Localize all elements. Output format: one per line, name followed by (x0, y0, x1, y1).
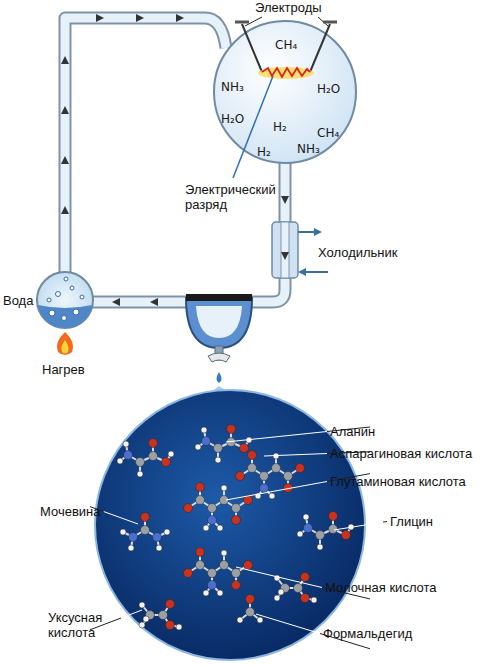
molecule-label: Молочная кислота (325, 580, 437, 595)
gas-formula: H₂O (317, 82, 340, 96)
condenser-label: Холодильник (318, 245, 397, 260)
gas-formula: NH₃ (221, 80, 244, 94)
water-label: Вода (3, 293, 33, 308)
leader-line (121, 610, 142, 618)
gas-formula: CH₄ (317, 126, 339, 140)
leader-line (334, 522, 387, 531)
leader-line (383, 521, 387, 523)
heating-label: Нагрев (42, 362, 85, 377)
leader-line (236, 567, 322, 588)
leader-line (264, 454, 327, 457)
molecule-label: Мочевина (40, 504, 101, 519)
gas-formula: H₂ (257, 145, 271, 159)
gas-formula: CH₄ (275, 38, 297, 52)
gas-formula: NH₃ (297, 142, 320, 156)
electrode-label: Электроды (255, 0, 322, 15)
gas-formula: H₂ (273, 120, 287, 134)
reaction-flask: CH₄ NH₃ H₂O H₂O H₂ CH₄ H₂ NH₃ (213, 20, 357, 164)
molecule-label: Формальдегид (323, 626, 412, 641)
gas-formula: H₂O (221, 112, 244, 126)
molecule-label: Глутаминовая кислота (330, 474, 466, 489)
discharge-label: Электрический разряд (185, 182, 285, 212)
molecule-label: Уксусная кислота (48, 610, 118, 640)
leader-line (226, 432, 327, 443)
leader-line (256, 614, 320, 634)
molecule-label: Аланин (330, 424, 375, 439)
leader-line (104, 512, 139, 525)
molecule-label: Аспарагиновая кислота (330, 446, 472, 461)
molecule-label: Глицин (390, 514, 433, 529)
leader-line (226, 482, 327, 501)
